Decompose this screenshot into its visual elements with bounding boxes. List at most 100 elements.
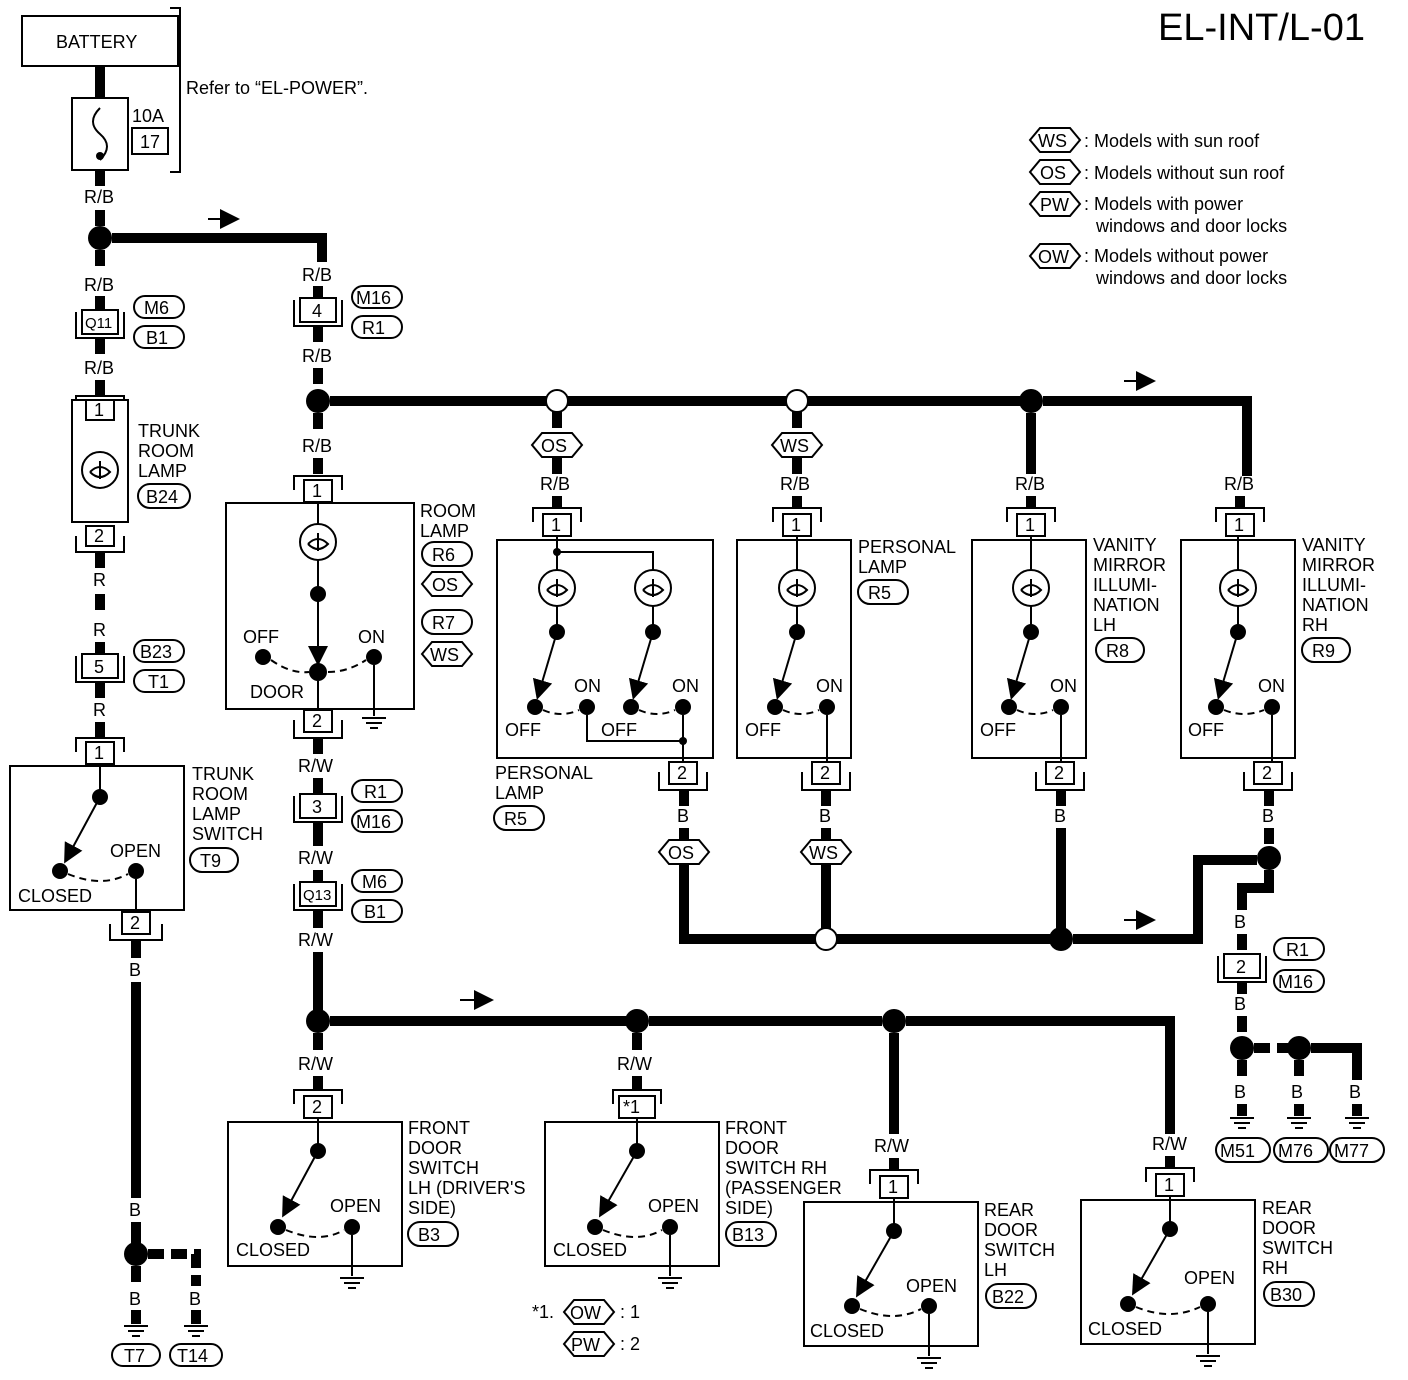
wire-label: R/W — [617, 1054, 652, 1074]
bulb-icon — [1219, 569, 1257, 607]
pin-label: 2 — [677, 763, 687, 783]
component-label: RH — [1302, 615, 1328, 635]
ground-m77: M77 — [1334, 1141, 1369, 1161]
connector-r8: R8 — [1106, 641, 1129, 661]
component-label: PERSONAL — [495, 763, 593, 783]
state-label: ON — [358, 627, 385, 647]
state-label: OPEN — [1184, 1268, 1235, 1288]
wire-label: R/B — [302, 436, 332, 456]
wire-label: R/B — [84, 275, 114, 295]
component-label: FRONT — [725, 1118, 787, 1138]
pin-label: 1 — [888, 1177, 898, 1197]
component-label: DOOR — [1262, 1218, 1316, 1238]
connector-m16: M16 — [356, 812, 391, 832]
ground-t14: T14 — [177, 1346, 208, 1366]
wire-label: R/B — [1015, 474, 1045, 494]
state-label: ON — [1258, 676, 1285, 696]
wire-label: R/W — [298, 930, 333, 950]
component-label: LAMP — [138, 461, 187, 481]
wire-label: B — [189, 1289, 201, 1309]
pin-label: 4 — [312, 301, 322, 321]
component-label: REAR — [984, 1200, 1034, 1220]
component-label: VANITY — [1093, 535, 1157, 555]
component-label: ROOM — [192, 784, 248, 804]
state-label: ON — [816, 676, 843, 696]
wire-label: B — [1234, 912, 1246, 932]
pin-label: 1 — [94, 400, 104, 420]
connector-r9: R9 — [1312, 641, 1335, 661]
component-label: RH — [1262, 1258, 1288, 1278]
connector-m16: M16 — [1278, 972, 1313, 992]
state-label: CLOSED — [1088, 1319, 1162, 1339]
component-label: SWITCH RH — [725, 1158, 827, 1178]
state-label: CLOSED — [236, 1240, 310, 1260]
component-label: ILLUMI- — [1302, 575, 1366, 595]
pin-label: 1 — [791, 515, 801, 535]
component-label: PERSONAL — [858, 537, 956, 557]
legend-text: windows and door locks — [1095, 216, 1287, 236]
wire-label: B — [129, 1289, 141, 1309]
connector-r1: R1 — [1286, 940, 1309, 960]
pin-label: *1 — [623, 1097, 640, 1117]
pin-label: 1 — [1025, 515, 1035, 535]
pin-label: 1 — [551, 515, 561, 535]
legend-code: OW — [1038, 247, 1069, 267]
component-label: NATION — [1302, 595, 1369, 615]
wire-label: R/B — [84, 187, 114, 207]
battery-label: BATTERY — [56, 32, 137, 52]
component-label: SIDE) — [725, 1198, 773, 1218]
state-label: OPEN — [906, 1276, 957, 1296]
option-os: OS — [541, 436, 567, 456]
bulb-icon — [299, 523, 337, 561]
component-label: MIRROR — [1093, 555, 1166, 575]
legend-text: : Models without power — [1084, 246, 1268, 266]
connector-b3: B3 — [418, 1225, 440, 1245]
legend: WS : Models with sun roof OS : Models wi… — [1028, 127, 1287, 288]
connector-b1: B1 — [364, 902, 386, 922]
component-label: ROOM — [138, 441, 194, 461]
component-label: TRUNK — [192, 764, 254, 784]
fuse-number: 17 — [140, 132, 160, 152]
pin-label: 3 — [312, 797, 322, 817]
wire-label: R — [93, 700, 106, 720]
option-ws: WS — [430, 645, 459, 665]
connector-m6: M6 — [144, 298, 169, 318]
state-label: ON — [1050, 676, 1077, 696]
bulb-icon — [1012, 569, 1050, 607]
connector-m16: M16 — [356, 288, 391, 308]
connector-m6: M6 — [362, 872, 387, 892]
fuse-icon — [92, 107, 108, 161]
note-ow-value: : 1 — [620, 1302, 640, 1322]
wire-label: R/B — [540, 474, 570, 494]
option-os: OS — [432, 575, 458, 595]
fuse-amp: 10A — [132, 106, 164, 126]
wire-label: B — [129, 1200, 141, 1220]
option-ow: OW — [570, 1303, 601, 1323]
component-label: DOOR — [408, 1138, 462, 1158]
wire-label: R — [93, 620, 106, 640]
wire-label: R — [93, 570, 106, 590]
component-label: (PASSENGER — [725, 1178, 842, 1198]
option-pw: PW — [571, 1335, 600, 1355]
state-label: CLOSED — [553, 1240, 627, 1260]
component-label: REAR — [1262, 1198, 1312, 1218]
option-ws: WS — [780, 436, 809, 456]
state-label: OFF — [243, 627, 279, 647]
pin-label: Q13 — [303, 887, 331, 904]
state-label: OFF — [745, 720, 781, 740]
wire-label: B — [1234, 994, 1246, 1014]
connector-r7: R7 — [432, 613, 455, 633]
state-label: CLOSED — [810, 1321, 884, 1341]
connector-t9: T9 — [200, 851, 221, 871]
option-ws: WS — [809, 843, 838, 863]
pin-label: 2 — [312, 711, 322, 731]
power-bracket — [170, 7, 181, 173]
note-pw-value: : 2 — [620, 1334, 640, 1354]
connector-b30: B30 — [1270, 1285, 1302, 1305]
component-label: DOOR — [984, 1220, 1038, 1240]
component-label: LAMP — [858, 557, 907, 577]
ground-m76: M76 — [1278, 1141, 1313, 1161]
state-label: OFF — [601, 720, 637, 740]
state-label: OFF — [980, 720, 1016, 740]
wire-label: R/W — [874, 1136, 909, 1156]
